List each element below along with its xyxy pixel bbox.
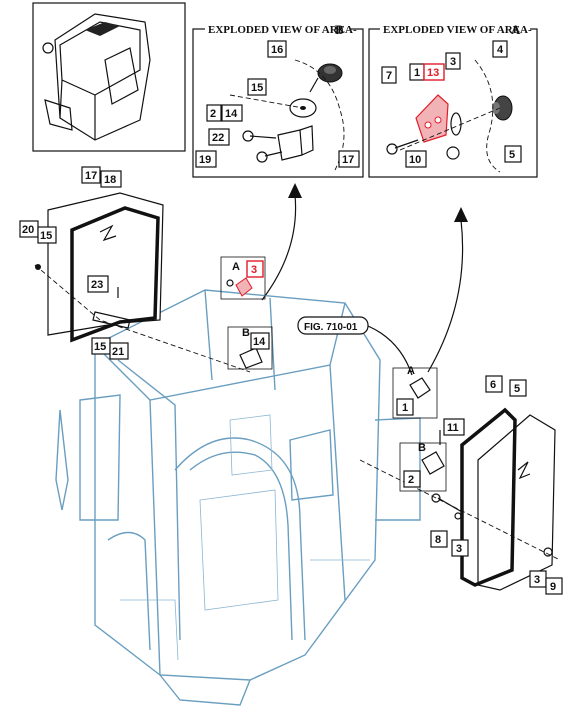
svg-text:3: 3 [456, 543, 462, 555]
svg-text:2: 2 [408, 474, 414, 486]
callout-a-7 [381, 66, 397, 84]
svg-text:14: 14 [253, 336, 266, 348]
callout-b-17 [338, 150, 360, 168]
svg-text:6: 6 [490, 379, 496, 391]
callout-a-13-highlighted [423, 63, 445, 81]
svg-text:7: 7 [386, 70, 392, 82]
svg-text:18: 18 [104, 174, 116, 186]
callouts-area-details: A 3 B 14 A 1 B 2 [220, 256, 447, 492]
svg-text:3: 3 [251, 264, 257, 276]
callout-b-2 [206, 104, 222, 122]
callout-b-16 [267, 40, 287, 58]
callout-a-10 [405, 150, 427, 168]
svg-text:5: 5 [514, 383, 520, 395]
svg-text:17: 17 [85, 170, 97, 182]
detail-arrows [261, 183, 468, 373]
panel-a-title: EXPLODED VIEW OF AREA- [383, 24, 532, 36]
svg-text:13: 13 [427, 67, 439, 79]
svg-text:22: 22 [212, 132, 224, 144]
svg-text:15: 15 [40, 230, 52, 242]
svg-text:14: 14 [225, 108, 238, 120]
callouts-left-window: 17 18 20 15 23 15 21 [19, 166, 129, 360]
svg-text:A: A [232, 261, 240, 273]
svg-text:B: B [418, 442, 426, 454]
callout-b-15 [247, 78, 267, 96]
right-side-window [359, 407, 561, 591]
left-side-window [34, 192, 251, 373]
detail-hardware [226, 277, 445, 475]
callout-b-14 [221, 104, 243, 122]
svg-text:11: 11 [447, 422, 459, 434]
figure-label: FIG. 710-01 [297, 316, 413, 376]
panel-b-letter: B [335, 22, 344, 37]
exploded-view-area-a: EXPLODED VIEW OF AREA- A 1 13 3 4 7 10 5 [368, 22, 538, 178]
tractor-thumbnail [32, 2, 186, 152]
svg-text:17: 17 [342, 154, 354, 166]
svg-text:21: 21 [112, 346, 124, 358]
svg-text:15: 15 [251, 82, 263, 94]
panel-a-letter: A [511, 22, 521, 37]
svg-text:4: 4 [497, 44, 504, 56]
svg-text:9: 9 [550, 581, 556, 593]
callout-b-22 [208, 128, 230, 146]
callout-a-4 [492, 40, 508, 58]
svg-text:1: 1 [402, 402, 408, 414]
svg-text:20: 20 [22, 224, 34, 236]
callout-a-3 [445, 52, 461, 70]
svg-text:5: 5 [509, 149, 515, 161]
svg-text:FIG. 710-01: FIG. 710-01 [304, 322, 358, 333]
callouts-right-window: 6 5 11 8 3 3 9 [430, 375, 563, 595]
svg-text:3: 3 [534, 574, 540, 586]
exploded-view-area-b: EXPLODED VIEW OF AREA- B 16 15 2 14 22 1… [192, 22, 364, 178]
callout-b-19 [195, 150, 217, 168]
svg-text:1: 1 [414, 67, 420, 79]
svg-text:2: 2 [210, 108, 216, 120]
panel-b-title: EXPLODED VIEW OF AREA- [208, 24, 357, 36]
svg-text:3: 3 [450, 56, 456, 68]
svg-text:10: 10 [409, 154, 421, 166]
cab-frame [55, 289, 421, 706]
svg-text:15: 15 [94, 341, 106, 353]
svg-text:23: 23 [91, 279, 103, 291]
svg-text:8: 8 [435, 534, 441, 546]
callout-a-5 [504, 145, 522, 163]
svg-text:19: 19 [199, 154, 211, 166]
svg-text:16: 16 [271, 44, 283, 56]
svg-text:B: B [242, 327, 250, 339]
